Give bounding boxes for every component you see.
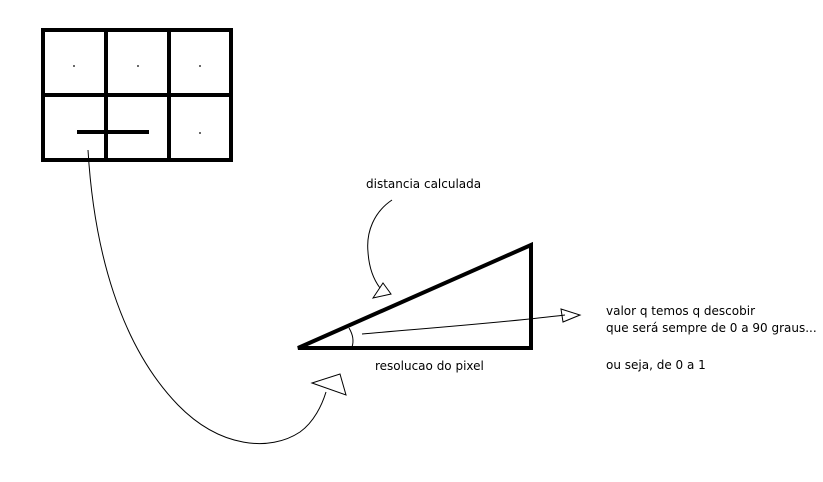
unknown-value-label-line2: que será sempre de 0 a 90 graus... bbox=[606, 321, 817, 335]
arrowhead-to-triangle bbox=[310, 373, 347, 396]
pixel-center-dot bbox=[199, 132, 201, 134]
pixel-resolution-label: resolucao do pixel bbox=[375, 359, 484, 373]
pixel-center-dot bbox=[199, 65, 201, 67]
arrowhead-to-hypotenuse bbox=[371, 282, 392, 299]
unknown-value-label-line1: valor q temos q descobir bbox=[606, 304, 756, 318]
pixel-center-dots bbox=[73, 65, 201, 134]
pixel-center-dot bbox=[73, 65, 75, 67]
pixel-grid bbox=[41, 28, 233, 162]
curved-connector-arrow bbox=[87, 149, 327, 445]
right-triangle bbox=[297, 241, 533, 350]
range-note-label: ou seja, de 0 a 1 bbox=[606, 358, 706, 372]
calculated-distance-label: distancia calculada bbox=[366, 177, 482, 191]
arrowhead-to-angle-text bbox=[560, 308, 582, 323]
distance-pointer-arrow bbox=[367, 199, 393, 289]
pixel-center-dot bbox=[137, 65, 139, 67]
angle-pointer-arrow bbox=[361, 314, 566, 335]
angle-arc bbox=[348, 327, 354, 348]
